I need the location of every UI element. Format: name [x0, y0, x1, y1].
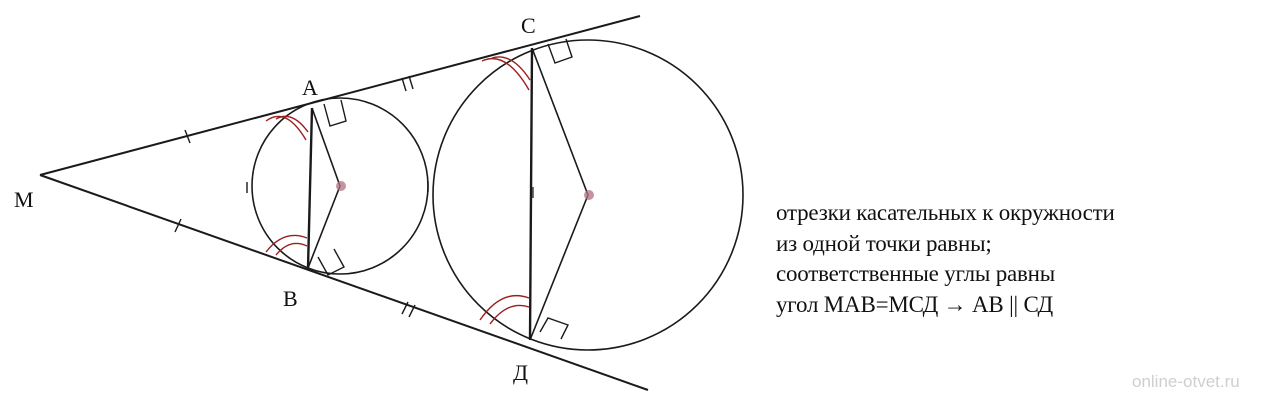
tangent-line-upper	[39, 15, 641, 176]
right-angle-c	[547, 38, 573, 64]
angle-arc-d-outer	[479, 294, 530, 321]
segment-cd	[528, 47, 534, 341]
label-point-a: A	[302, 75, 318, 100]
tick-ac-2	[408, 75, 414, 90]
radius-large-d	[529, 194, 589, 341]
angle-arc-c-inner	[491, 56, 531, 81]
radius-small-a	[311, 107, 341, 187]
angle-arc-b-inner	[275, 242, 308, 256]
note-line-4: угол МАВ=МСД → АВ || СД	[776, 291, 1053, 317]
tangent-line-lower	[39, 174, 649, 391]
center-large	[584, 190, 594, 200]
right-angle-d	[539, 317, 569, 340]
watermark: online-otvet.ru	[1132, 372, 1240, 391]
tick-bd-2	[408, 304, 416, 318]
note-line-2: из одной точки равны;	[776, 230, 992, 256]
radius-large-c	[531, 47, 589, 196]
right-angle-b	[317, 248, 345, 276]
label-point-d: Д	[513, 360, 528, 385]
note-line-1: отрезки касательных к окружности	[776, 200, 1115, 225]
explanation-text: отрезки касательных к окружности из одно…	[776, 198, 1256, 320]
label-point-m: M	[14, 187, 34, 212]
large-circle	[432, 39, 744, 351]
right-angle-a	[323, 99, 347, 127]
note-line-3: соответственные углы равны	[776, 261, 1056, 286]
label-point-c: C	[521, 13, 536, 38]
tick-ma	[184, 129, 191, 144]
tick-mb	[174, 218, 182, 233]
angle-arc-d-inner	[489, 304, 530, 325]
radius-small-b	[307, 185, 341, 269]
segment-ab	[306, 107, 314, 269]
tick-ac-1	[401, 77, 407, 92]
angle-arc-a-inner	[275, 115, 309, 133]
angle-arc-a-outer	[265, 115, 307, 141]
tick-bd-1	[401, 301, 409, 315]
angle-arc-c-outer	[481, 57, 530, 91]
center-small	[336, 181, 346, 191]
label-point-b: B	[283, 286, 298, 311]
angle-arc-b-outer	[265, 234, 308, 253]
